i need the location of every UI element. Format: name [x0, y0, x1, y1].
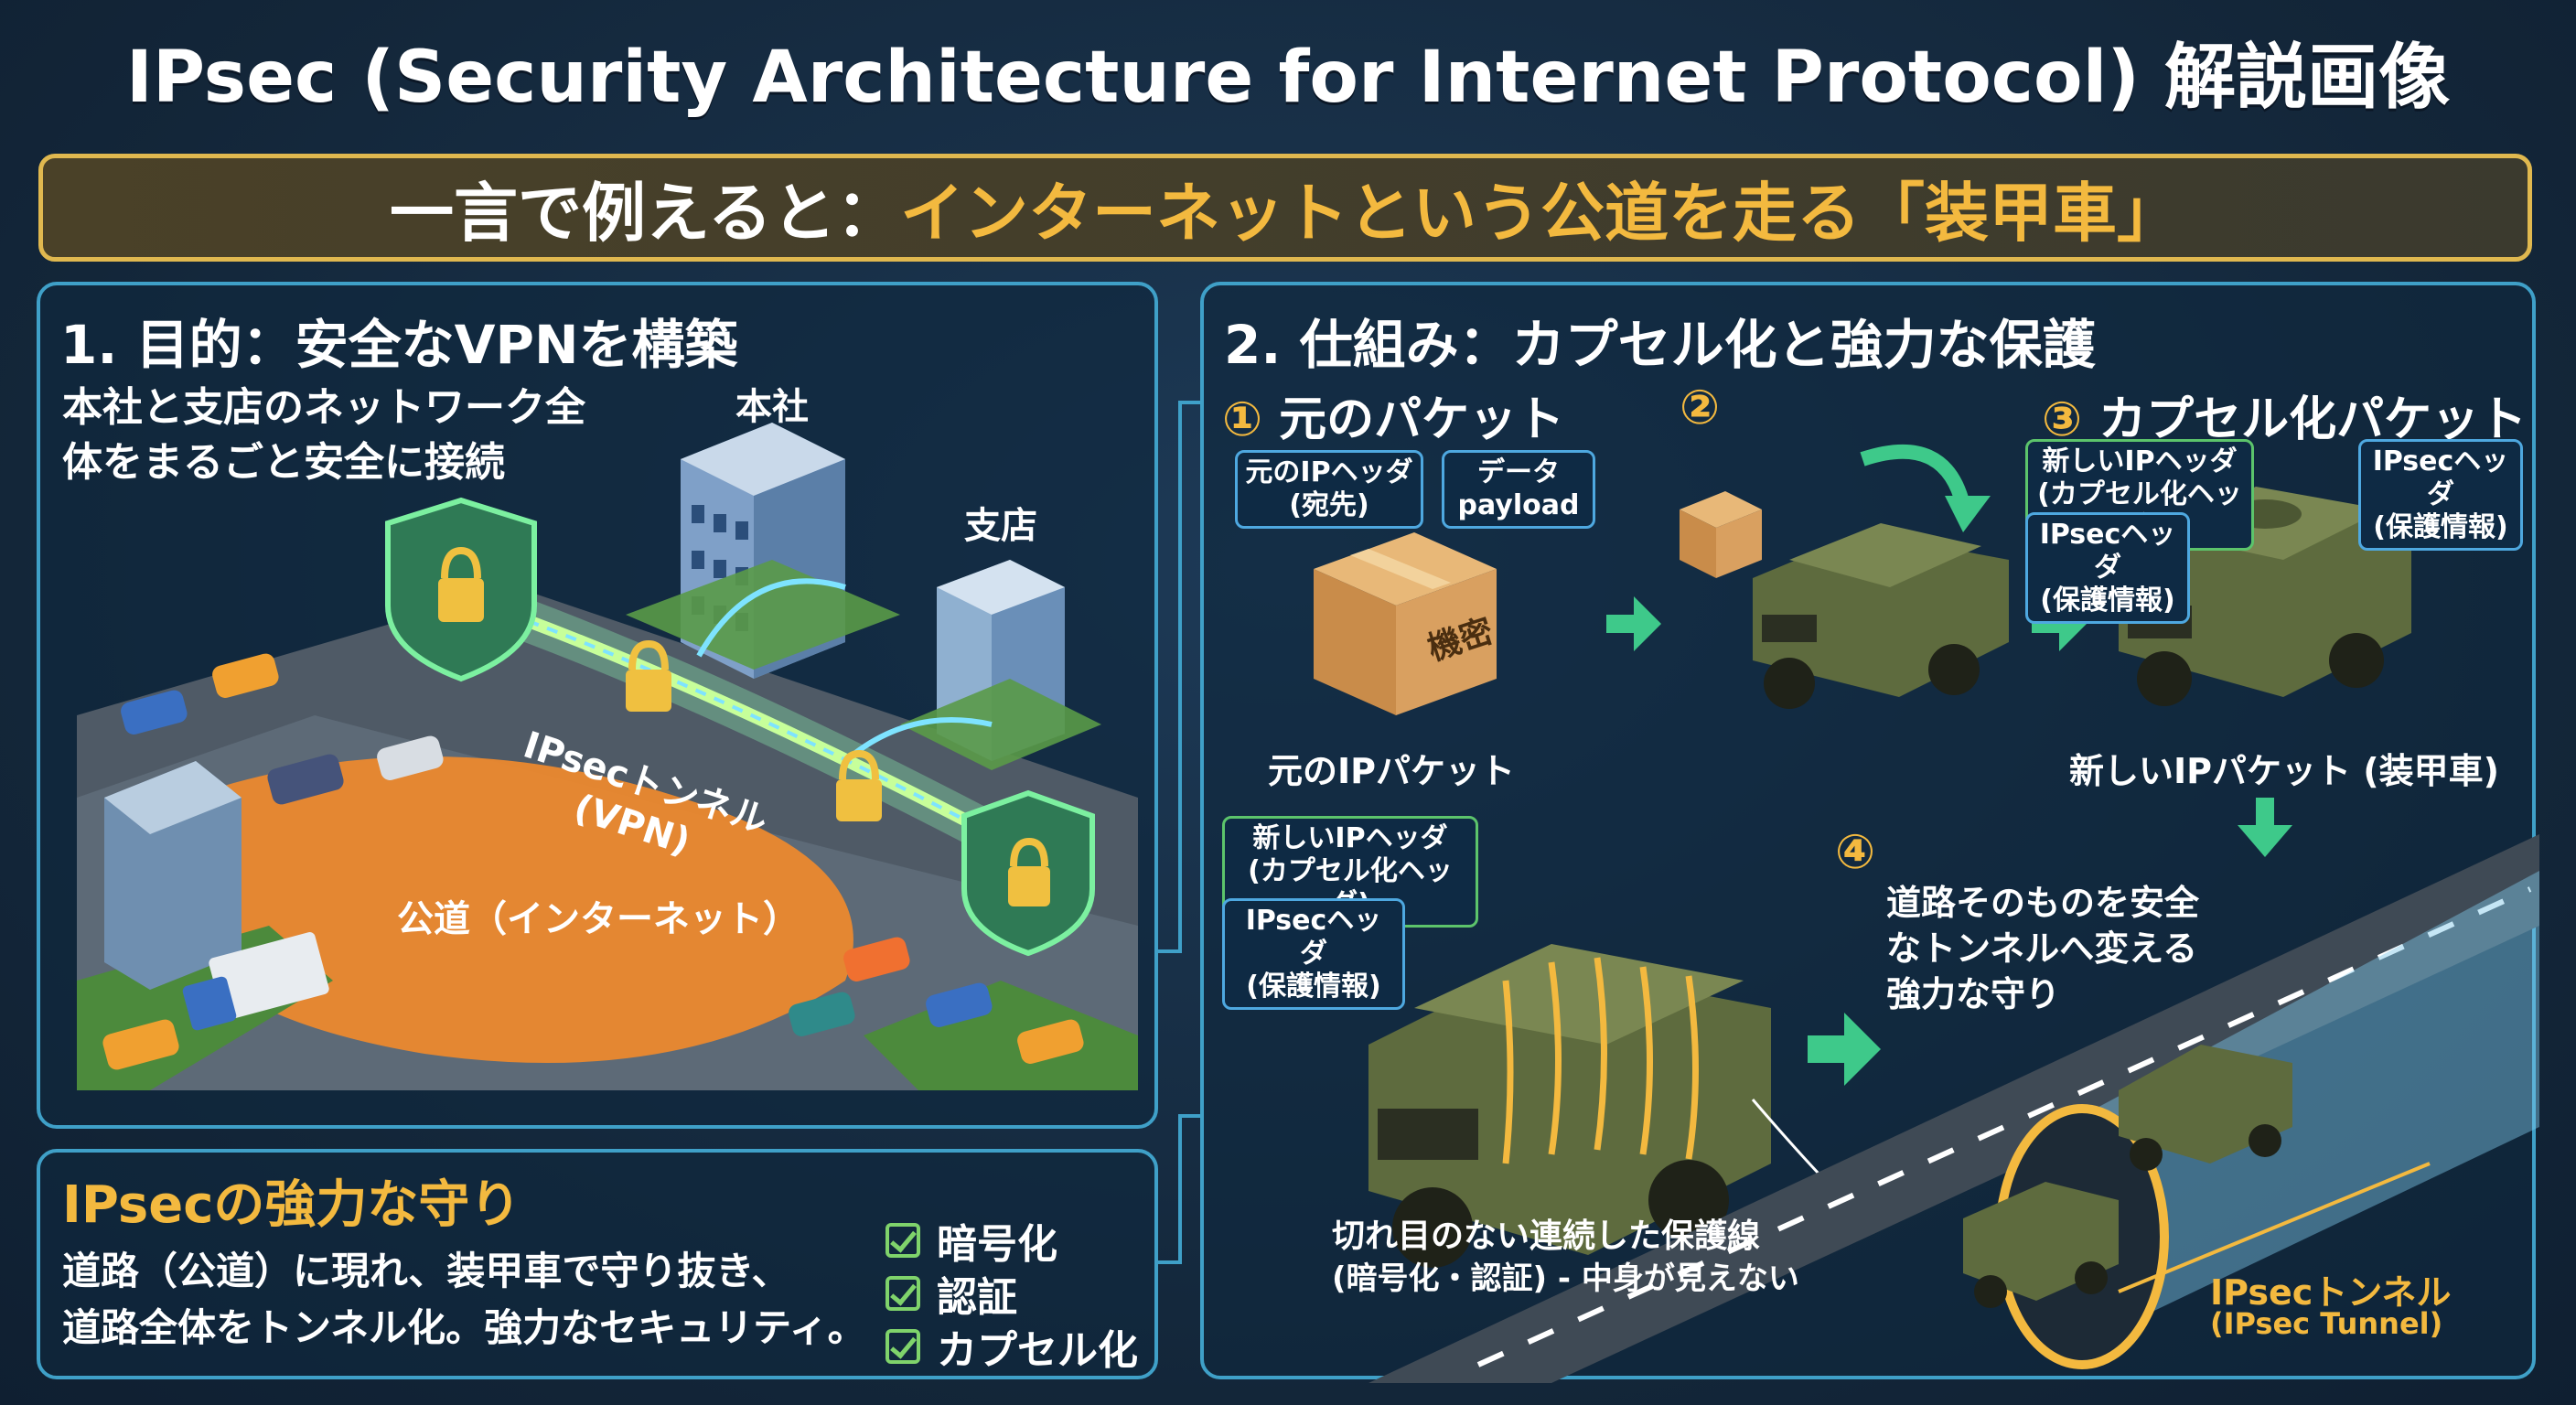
- step4-number: ④: [1835, 825, 1876, 880]
- check-label: カプセル化: [937, 1327, 1138, 1374]
- step4-desc-line1: 道路そのものを安全: [1886, 883, 2200, 923]
- left-building: [104, 761, 242, 990]
- banner-highlight: インターネットという公道を走る「装甲車」: [899, 175, 2181, 251]
- arrow-icon-1to2: [1606, 596, 1661, 651]
- purpose-desc-line2: 体をまるごと安全に接続: [62, 439, 505, 486]
- check-label: 認証: [937, 1274, 1017, 1321]
- step4-desc-line2: なトンネルへ変える: [1886, 928, 2198, 969]
- cars: [102, 653, 1084, 1070]
- package-box-icon: 機密: [1314, 532, 1497, 715]
- section-purpose: 1. 目的：安全なVPNを構築 本社と支店のネットワーク全 体をまるごと安全に接…: [37, 282, 1158, 1129]
- tag-data-payload: データ payload: [1442, 450, 1595, 529]
- armored-vehicle-icon-tunnel-front: [1963, 1182, 2119, 1308]
- shield-lock-icon-left: [385, 497, 537, 682]
- summary-banner: 一言で例えると： インターネットという公道を走る「装甲車」: [38, 154, 2532, 262]
- protection-line1: 道路（公道）に現れ、装甲車で守り抜き、: [62, 1249, 790, 1293]
- protective-lines-icon: [1502, 957, 1699, 1164]
- armored-vehicle-icon-detail: [1368, 944, 1771, 1268]
- detail-caption-line1: 切れ目のない連続した保護線: [1332, 1217, 1761, 1255]
- branch-building: [900, 560, 1101, 770]
- internet-road: [168, 756, 853, 1063]
- step4-desc-line3: 強力な守り: [1886, 974, 2061, 1014]
- lock-icon-mid2: [836, 749, 882, 821]
- flow-arrows: [1368, 444, 2539, 1383]
- step1-number: ①: [1222, 392, 1263, 447]
- tag-original-header: 元のIPヘッダ (宛先): [1235, 450, 1423, 529]
- road-tunnel-illustration: [1368, 834, 2539, 1383]
- curved-arrow-icon: [1860, 444, 1970, 508]
- section-mechanism-title: 2. 仕組み：カプセル化と強力な保護: [1224, 314, 2096, 376]
- truck: [182, 932, 329, 1031]
- armored-vehicle-icon-tunnel-back: [2119, 1045, 2292, 1171]
- ipsec-tunnel-label-en: (IPsec Tunnel): [2210, 1306, 2443, 1341]
- step3-title: カプセル化パケット: [2098, 392, 2528, 447]
- hq-building: [626, 423, 900, 679]
- arrow-icon-3to4: [2238, 798, 2292, 857]
- step3-heading: ③ カプセル化パケット: [2042, 381, 2527, 449]
- check-item-encryption: 暗号化: [886, 1211, 1057, 1270]
- step1-heading: ① 元のパケット: [1222, 381, 1564, 449]
- shield-lock-icon-right: [961, 789, 1095, 957]
- lock-icon-mid1: [626, 639, 671, 712]
- arrow-icon-detail-to-tunnel: [1808, 1013, 1881, 1086]
- road-label: 公道（インターネット）: [397, 898, 800, 940]
- check-item-authentication: 認証: [886, 1264, 1017, 1323]
- check-item-encapsulation: カプセル化: [886, 1317, 1138, 1376]
- tag-ipsec-header-left: IPsecヘッダ (保護情報): [2025, 512, 2190, 624]
- check-label: 暗号化: [937, 1221, 1057, 1268]
- protection-title: IPsecの強力な守り: [62, 1175, 521, 1235]
- ipsec-tunnel-label: IPsecトンネル: [2210, 1272, 2452, 1313]
- vpn-illustration: [77, 423, 1138, 1090]
- protection-line2: 道路全体をトンネル化。強力なセキュリティ。: [62, 1305, 866, 1350]
- page-title: IPsec (Security Architecture for Interne…: [125, 37, 2451, 119]
- branch-label: 支店: [964, 505, 1037, 547]
- step3-caption: 新しいIPパケット (装甲車): [2069, 751, 2499, 791]
- detail-caption-line2: (暗号化・認証) - 中身が見えない: [1332, 1260, 1799, 1297]
- checkbox-icon: [886, 1329, 920, 1364]
- checkbox-icon: [886, 1276, 920, 1311]
- hq-label: 本社: [735, 386, 809, 428]
- step1-caption: 元のIPパケット: [1268, 751, 1515, 791]
- step1-title: 元のパケット: [1279, 392, 1565, 447]
- checkbox-icon: [886, 1223, 920, 1258]
- section-mechanism: 2. 仕組み：カプセル化と強力な保護 ① 元のパケット 元のIPヘッダ (宛先)…: [1200, 282, 2539, 1383]
- box-small-icon: [1680, 491, 1762, 578]
- step2-number: ②: [1680, 381, 1721, 435]
- step3-number: ③: [2042, 392, 2083, 447]
- tag-ipsec-header-right: IPsecヘッダ (保護情報): [2358, 439, 2523, 551]
- step4-desc: 道路そのものを安全 なトンネルへ変える 強力な守り: [1886, 880, 2199, 1017]
- banner-lead: 一言で例えると：: [390, 175, 900, 251]
- armored-vehicle-icon-step2: [1753, 523, 2009, 709]
- purpose-desc-line1: 本社と支店のネットワーク全: [62, 384, 585, 431]
- section-purpose-title: 1. 目的：安全なVPNを構築: [60, 314, 738, 376]
- section-protection: IPsecの強力な守り 道路（公道）に現れ、装甲車で守り抜き、 道路全体をトンネ…: [37, 1149, 1158, 1379]
- tag-detail-ipsec-header: IPsecヘッダ (保護情報): [1222, 898, 1405, 1010]
